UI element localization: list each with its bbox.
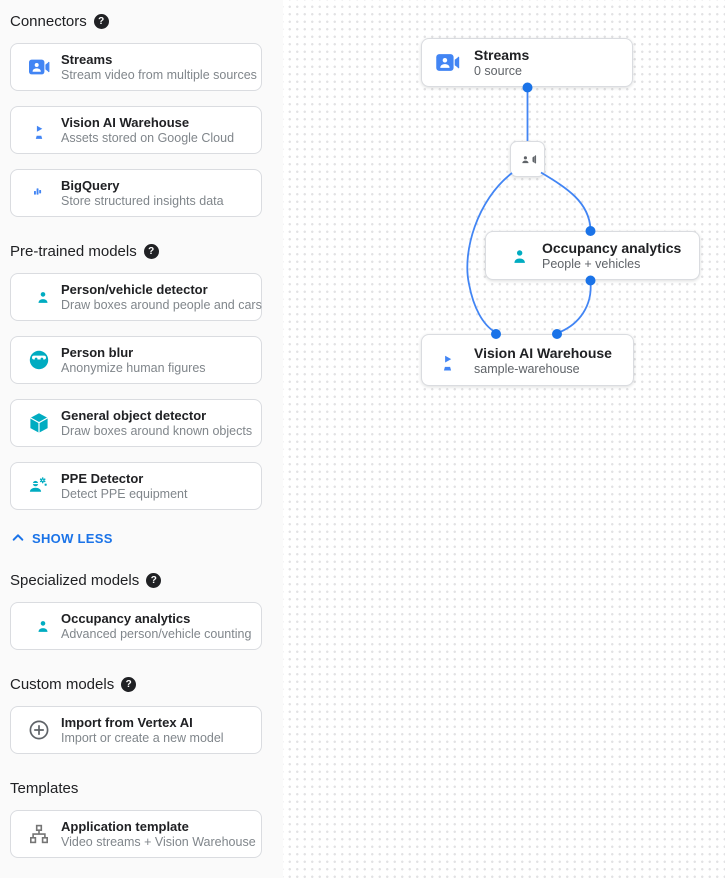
card-subtitle: Store structured insights data	[61, 193, 224, 208]
show-less-button[interactable]: SHOW LESS	[10, 530, 283, 546]
card-subtitle: Draw boxes around people and cars	[61, 297, 262, 312]
card-subtitle: Anonymize human figures	[61, 360, 206, 375]
component-card-occupancy-analytics[interactable]: Occupancy analytics Advanced person/vehi…	[10, 602, 262, 650]
component-card-warehouse[interactable]: Vision AI Warehouse Assets stored on Goo…	[10, 106, 262, 154]
component-card-streams[interactable]: Streams Stream video from multiple sourc…	[10, 43, 262, 91]
section-header-connectors: Connectors ?	[10, 13, 283, 30]
cube-icon	[27, 411, 51, 435]
video-camera-icon	[517, 149, 538, 170]
component-card-bigquery[interactable]: BigQuery Store structured insights data	[10, 169, 262, 217]
card-title: Vision AI Warehouse	[61, 114, 190, 130]
bigquery-magnifier-icon	[27, 181, 51, 205]
component-card-import-vertex-ai[interactable]: Import from Vertex AI Import or create a…	[10, 706, 262, 754]
node-subtitle: People + vehicles	[542, 257, 641, 271]
chevron-up-icon	[10, 530, 26, 546]
edge-mini-to-occupancy	[540, 171, 592, 230]
node-title: Streams	[474, 47, 530, 63]
card-title: Person blur	[61, 344, 134, 360]
card-subtitle: Detect PPE equipment	[61, 486, 188, 501]
video-camera-icon	[27, 55, 51, 79]
card-title: PPE Detector	[61, 470, 144, 486]
card-subtitle: Advanced person/vehicle counting	[61, 626, 252, 641]
section-header-specialized: Specialized models ?	[10, 572, 283, 589]
section-title: Connectors	[10, 13, 87, 30]
video-camera-icon	[434, 49, 461, 76]
monitor-play-icon	[27, 118, 51, 142]
section-header-pretrained: Pre-trained models ?	[10, 243, 283, 260]
face-icon	[27, 348, 51, 372]
component-card-person-vehicle-detector[interactable]: Person/vehicle detector Draw boxes aroun…	[10, 273, 262, 321]
card-title: General object detector	[61, 407, 207, 423]
node-occupancy-analytics[interactable]: Occupancy analytics People + vehicles	[485, 231, 700, 280]
node-title: Vision AI Warehouse	[474, 344, 612, 361]
people-icon	[27, 614, 51, 638]
section-title: Pre-trained models	[10, 243, 137, 260]
card-subtitle: Video streams + Vision Warehouse	[61, 834, 256, 849]
node-subtitle: 0 source	[474, 64, 522, 78]
component-sidebar: Connectors ? Streams Stream video from m…	[0, 0, 283, 878]
section-header-templates: Templates	[10, 780, 283, 797]
card-title: BigQuery	[61, 177, 120, 193]
node-title: Occupancy analytics	[542, 240, 682, 256]
card-subtitle: Stream video from multiple sources	[61, 67, 257, 82]
card-title: Import from Vertex AI	[61, 714, 193, 730]
card-title: Person/vehicle detector	[61, 281, 208, 297]
help-icon[interactable]: ?	[121, 677, 137, 692]
graph-canvas[interactable]: Streams 0 source Occupancy analytics Peo…	[283, 0, 725, 878]
section-title: Templates	[10, 780, 79, 797]
card-title: Application template	[61, 818, 189, 834]
node-streams[interactable]: Streams 0 source	[421, 38, 633, 87]
node-vision-ai-warehouse[interactable]: Vision AI Warehouse sample-warehouse	[421, 334, 634, 386]
help-icon[interactable]: ?	[143, 244, 159, 259]
card-title: Streams	[61, 51, 113, 67]
show-less-label: SHOW LESS	[32, 530, 113, 546]
component-card-person-blur[interactable]: Person blur Anonymize human figures	[10, 336, 262, 384]
edge-layer	[466, 82, 596, 339]
card-title: Occupancy analytics	[61, 610, 191, 626]
schema-tree-icon	[27, 822, 51, 846]
card-subtitle: Import or create a new model	[61, 730, 224, 745]
component-card-ppe-detector[interactable]: PPE Detector Detect PPE equipment	[10, 462, 262, 510]
help-icon[interactable]: ?	[146, 573, 162, 588]
card-subtitle: Draw boxes around known objects	[61, 423, 253, 438]
section-header-custom: Custom models ?	[10, 676, 283, 693]
component-card-general-object-detector[interactable]: General object detector Draw boxes aroun…	[10, 399, 262, 447]
section-title: Specialized models	[10, 572, 140, 589]
component-card-application-template[interactable]: Application template Video streams + Vis…	[10, 810, 262, 858]
people-icon	[501, 242, 529, 270]
people-icon	[27, 285, 51, 309]
section-title: Custom models	[10, 676, 115, 693]
edge-occupancy-to-warehouse	[559, 281, 592, 333]
node-stream-source-mini[interactable]	[510, 141, 545, 177]
card-subtitle: Assets stored on Google Cloud	[61, 130, 235, 145]
worker-icon	[27, 474, 51, 498]
add-circle-icon	[27, 718, 51, 742]
node-subtitle: sample-warehouse	[474, 361, 580, 376]
help-icon[interactable]: ?	[93, 14, 109, 29]
monitor-play-icon	[434, 347, 461, 374]
